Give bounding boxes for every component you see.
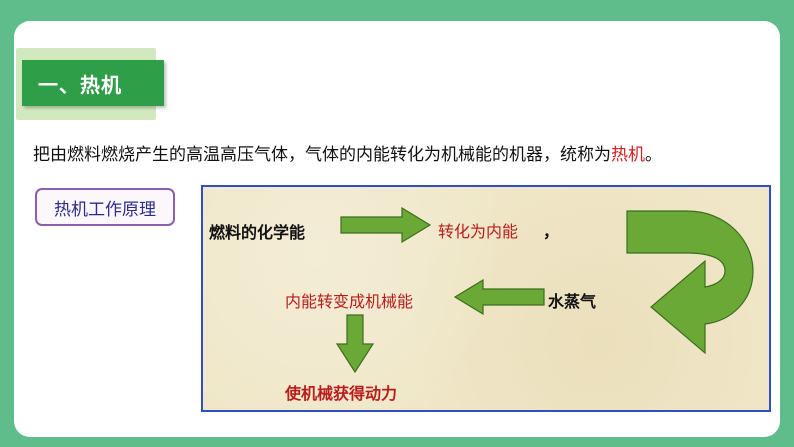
right-arrow-icon xyxy=(340,207,432,243)
principle-box: 热机工作原理 xyxy=(35,188,175,226)
steam-label: 水蒸气 xyxy=(548,292,597,311)
diagram-panel: 燃料的化学能 转化为内能 ， 水蒸气 内能转变成机械能 使机械获得动力 xyxy=(201,185,771,412)
intro-text: 把由燃料燃烧产生的高温高压气体，气体的内能转化为机械能的机器，统称为 xyxy=(33,145,611,165)
fuel-energy-label: 燃料的化学能 xyxy=(209,223,306,242)
intro-end: 。 xyxy=(645,145,662,165)
to-internal-label: 转化为内能 xyxy=(438,222,519,241)
principle-label: 热机工作原理 xyxy=(54,199,156,220)
down-arrow-icon xyxy=(335,314,375,374)
ribbon-banner: 一、热机 xyxy=(22,60,164,106)
section-ribbon: 一、热机 xyxy=(12,48,164,120)
u-turn-arrow-icon xyxy=(626,210,754,355)
result-label: 使机械获得动力 xyxy=(285,384,398,403)
internal-to-mechanical-label: 内能转变成机械能 xyxy=(285,292,414,311)
comma-label: ， xyxy=(543,222,560,241)
section-title: 一、热机 xyxy=(38,72,122,97)
intro-highlight: 热机 xyxy=(611,145,645,165)
intro-sentence: 把由燃料燃烧产生的高温高压气体，气体的内能转化为机械能的机器，统称为热机。 xyxy=(33,140,773,165)
left-arrow-icon xyxy=(453,279,545,315)
